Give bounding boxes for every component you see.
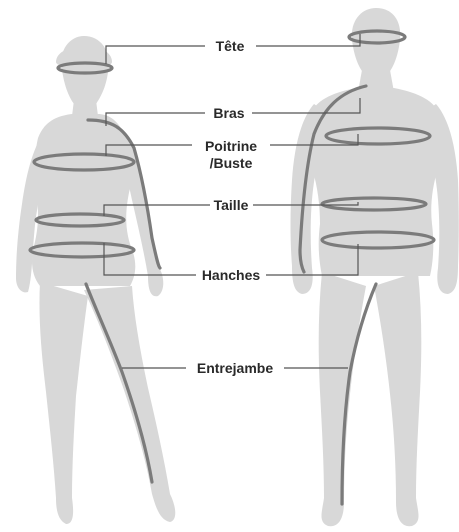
male-right-leg [374,272,421,526]
female-left-leg [39,282,88,524]
arm-guide-left [106,113,205,126]
label-head: Tête [216,38,245,54]
label-waist: Taille [214,197,249,213]
head-guide-left [106,46,205,64]
female-silhouette [16,36,175,524]
label-arm: Bras [213,105,244,121]
male-silhouette [291,8,459,526]
female-neck [72,100,98,116]
labels: Tête Bras Poitrine /Buste Taille Hanches… [197,38,273,376]
head-guide-right [256,34,360,46]
label-chest-line1: Poitrine [205,138,257,154]
female-right-leg [84,286,175,522]
label-inseam: Entrejambe [197,360,273,376]
label-chest-line2: /Buste [210,155,253,171]
label-hips: Hanches [202,267,261,283]
